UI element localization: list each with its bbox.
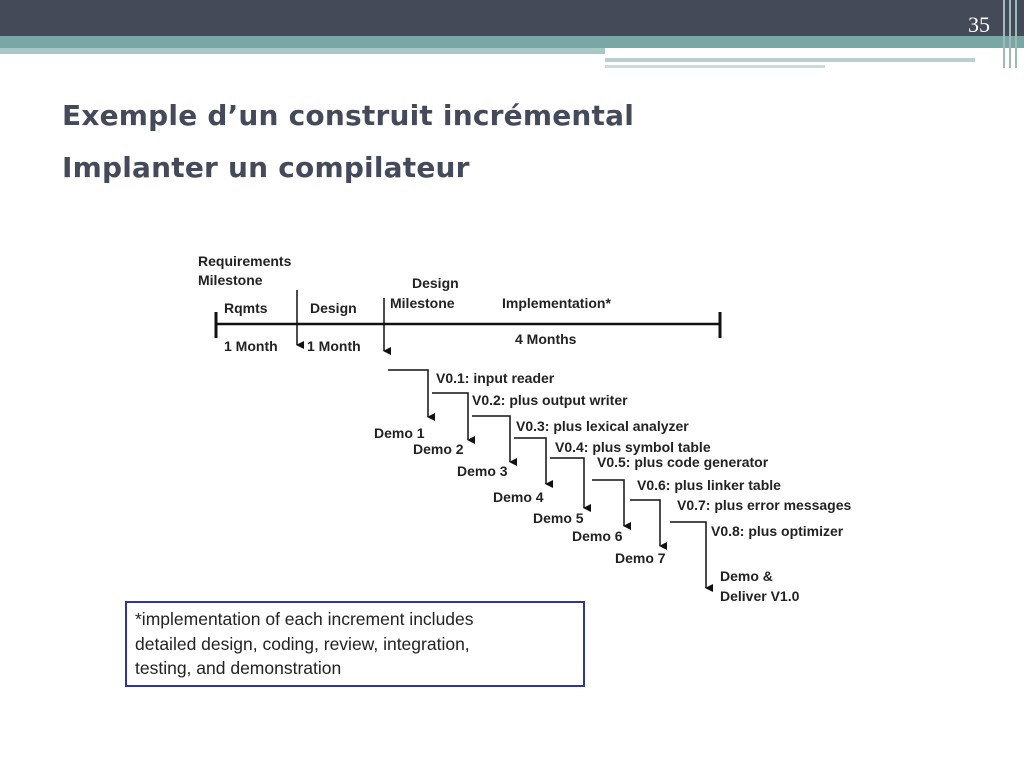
increment-arrow — [670, 521, 713, 592]
version-label: V0.5: plus code generator — [597, 454, 769, 470]
header-stripe-thin — [605, 58, 975, 62]
slide-title-line-2: Implanter un compilateur — [62, 151, 470, 184]
demo-label: Demo 6 — [572, 528, 623, 544]
header-stripe — [0, 36, 1024, 48]
version-label: V0.3: plus lexical analyzer — [516, 418, 689, 434]
demo-label: Demo 7 — [615, 550, 666, 566]
header-stripe-thin — [605, 65, 825, 68]
final-deliver-label: Deliver V1.0 — [720, 588, 800, 604]
duration-design: 1 Month — [307, 338, 361, 354]
edge-line — [1003, 0, 1005, 68]
requirements-milestone-label: Requirements — [198, 253, 292, 269]
phase-label-rqmts: Rqmts — [224, 300, 268, 316]
implementation-footnote: *implementation of each increment includ… — [125, 601, 585, 687]
slide-title-line-1: Exemple d’un construit incrémental — [62, 99, 635, 132]
demo-label: Demo 5 — [533, 510, 584, 526]
footnote-line: detailed design, coding, review, integra… — [135, 633, 470, 654]
phase-label-design: Design — [310, 300, 357, 316]
increment-arrow — [550, 457, 591, 512]
edge-line — [1015, 0, 1017, 68]
final-deliver-label: Demo & — [720, 568, 773, 584]
design-milestone-label: Design — [412, 275, 459, 291]
version-label: V0.8: plus optimizer — [711, 523, 844, 539]
duration-rqmts: 1 Month — [224, 338, 278, 354]
header-stripe-thin — [0, 48, 605, 54]
demo-label: Demo 3 — [457, 463, 508, 479]
increment-arrow — [432, 392, 475, 444]
requirements-milestone-label: Milestone — [198, 272, 263, 288]
header-bar — [0, 0, 1024, 36]
increment-arrow — [514, 437, 553, 488]
demo-label: Demo 2 — [413, 441, 464, 457]
demo-label: Demo 4 — [493, 489, 544, 505]
design-milestone-label: Milestone — [390, 295, 455, 311]
increment-arrow — [592, 479, 631, 530]
increment-arrow — [388, 369, 435, 421]
slide-number: 35 — [968, 12, 990, 37]
version-label: V0.1: input reader — [436, 370, 555, 386]
slide-title: Exemple d’un construit incrémental Impla… — [62, 90, 634, 194]
version-label: V0.4: plus symbol table — [555, 439, 711, 455]
version-label: V0.2: plus output writer — [472, 392, 628, 408]
phase-label-implementation: Implementation* — [502, 295, 611, 311]
version-label: V0.7: plus error messages — [677, 497, 852, 513]
demo-label: Demo 1 — [374, 425, 425, 441]
footnote-line: testing, and demonstration — [135, 658, 342, 678]
increment-arrow — [630, 499, 667, 550]
edge-line — [1009, 0, 1011, 68]
footnote-line: *implementation of each increment includ… — [135, 609, 474, 629]
version-label: V0.6: plus linker table — [637, 477, 781, 493]
increment-arrow — [472, 415, 517, 466]
duration-implementation: 4 Months — [515, 331, 577, 347]
